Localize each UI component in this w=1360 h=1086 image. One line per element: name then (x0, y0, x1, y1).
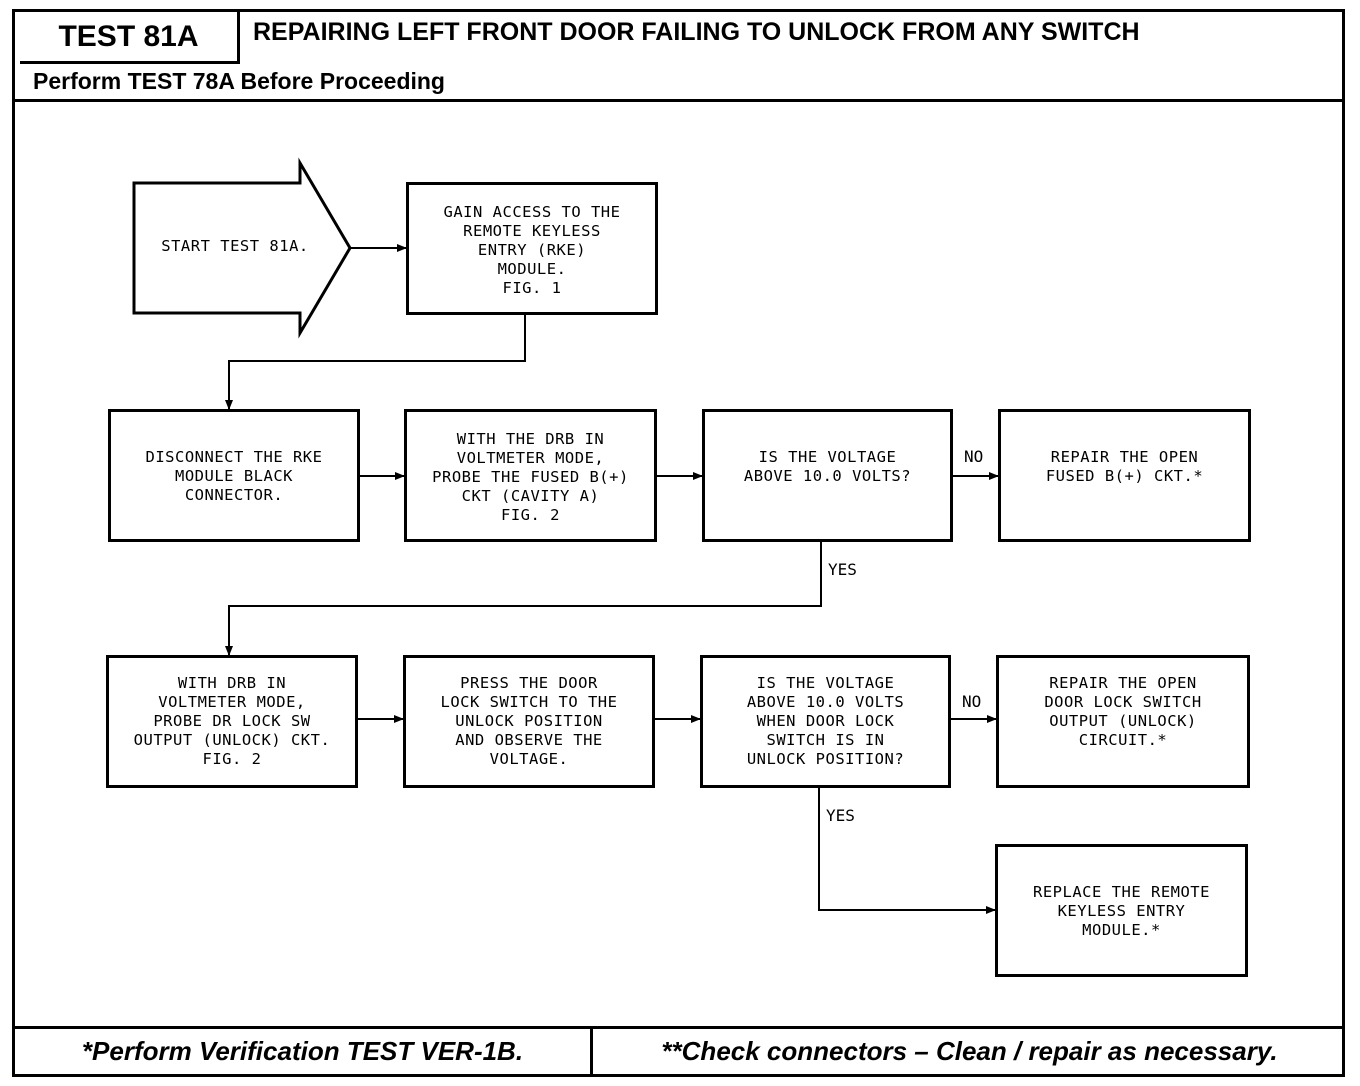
step-probe-lock-switch: WITH DRB IN VOLTMETER MODE, PROBE DR LOC… (106, 655, 358, 788)
connector-question-probe-lock (225, 542, 822, 656)
outer-frame (12, 9, 1345, 1077)
label-yes-1: YES (828, 560, 857, 579)
footer-divider (12, 1026, 1345, 1029)
test-id: TEST 81A (58, 20, 199, 53)
step-repair-lock-switch: REPAIR THE OPEN DOOR LOCK SWITCH OUTPUT … (996, 655, 1250, 788)
connector-question2-replace (818, 788, 996, 914)
step-probe-fused: WITH THE DRB IN VOLTMETER MODE, PROBE TH… (404, 409, 657, 542)
start-arrow-shape (132, 157, 352, 339)
header-divider (12, 99, 1345, 102)
step-repair-fused: REPAIR THE OPEN FUSED B(+) CKT.* (998, 409, 1251, 542)
footer-connector-note: **Check connectors – Clean / repair as n… (661, 1036, 1278, 1066)
step-press-switch: PRESS THE DOOR LOCK SWITCH TO THE UNLOCK… (403, 655, 655, 788)
step-replace-module: REPLACE THE REMOTE KEYLESS ENTRY MODULE.… (995, 844, 1248, 977)
label-no-2: NO (962, 692, 982, 711)
decision-voltage-1: IS THE VOLTAGE ABOVE 10.0 VOLTS? (702, 409, 953, 542)
page-title: REPAIRING LEFT FRONT DOOR FAILING TO UNL… (253, 18, 1140, 46)
label-no-1: NO (964, 447, 984, 466)
test-id-cell: TEST 81A (20, 12, 240, 64)
footer-column-divider (590, 1026, 593, 1076)
footer-verification-note: *Perform Verification TEST VER-1B. (81, 1036, 524, 1066)
prerequisite-note: Perform TEST 78A Before Proceeding (33, 68, 445, 94)
step-gain-access: GAIN ACCESS TO THE REMOTE KEYLESS ENTRY … (406, 182, 658, 315)
step-disconnect-connector: DISCONNECT THE RKE MODULE BLACK CONNECTO… (108, 409, 360, 542)
decision-voltage-2: IS THE VOLTAGE ABOVE 10.0 VOLTS WHEN DOO… (700, 655, 951, 788)
start-test-label: START TEST 81A. (161, 237, 309, 255)
connector-gain-disconnect (225, 314, 526, 410)
label-yes-2: YES (826, 806, 855, 825)
